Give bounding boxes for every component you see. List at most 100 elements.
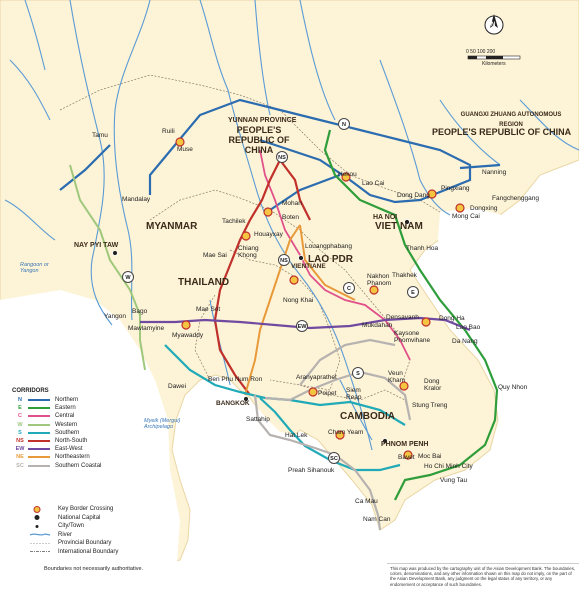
- legend-corridor-row: E Eastern: [12, 404, 152, 412]
- water-label-rangoon: Rangoon or Yangon: [20, 262, 49, 274]
- andaman-sea: [0, 290, 180, 591]
- corridor-code: NS: [16, 438, 24, 445]
- town-camau: Ca Mau: [355, 498, 378, 505]
- town-stungtreng: Stung Treng: [412, 402, 448, 409]
- north-arrow: [484, 14, 504, 35]
- corridor-swatch: [28, 448, 50, 451]
- town-laobao: Lao Bao: [456, 324, 481, 331]
- rivers: [4, 0, 579, 451]
- corridor-northeastern: [244, 224, 356, 396]
- badge-ns2: NS: [278, 254, 290, 266]
- national-capitals: [112, 219, 410, 444]
- capital-icon: [30, 514, 52, 521]
- town-chiangkhong: Chiang Khong: [238, 245, 259, 259]
- town-sattahip: Sattahip: [246, 416, 270, 423]
- corridor-label: Western: [55, 421, 78, 428]
- legend-corridor-row: EW East-West: [12, 445, 152, 453]
- corridor-northsouth: [213, 159, 311, 396]
- corridor-label: Southern: [55, 429, 80, 436]
- border-crossing-icon: [30, 505, 52, 513]
- badge-w: W: [122, 271, 134, 283]
- town-hekou: Hekou: [338, 171, 357, 178]
- legend-international-boundary: International Boundary: [30, 548, 118, 557]
- label-cambodia: CAMBODIA: [340, 411, 395, 422]
- corridor-code: E: [18, 405, 22, 412]
- legend-corridor-row: W Western: [12, 421, 152, 429]
- corridor-swatch: [28, 456, 50, 459]
- international-boundaries: [59, 74, 441, 421]
- border-crossings: [175, 137, 465, 460]
- corridor-swatch: [28, 415, 50, 418]
- town-thanhhoa: Thanh Hoa: [406, 245, 439, 252]
- legend-corridor-row: NS North-South: [12, 437, 152, 445]
- town-muse: Muse: [177, 146, 193, 153]
- corridor-label: Southern Coastal: [55, 462, 102, 469]
- legend-label: City/Town: [58, 523, 85, 530]
- town-dongdang: Dong Dang: [397, 192, 430, 199]
- town-bavet: Bavet: [398, 454, 415, 461]
- town-nongkhai: Nong Khai: [283, 297, 314, 304]
- town-veunkham: Veun Kham: [388, 370, 405, 384]
- town-dongha: Dong Ha: [439, 315, 465, 322]
- corridor-code: NE: [16, 454, 24, 461]
- town-quinhon: Quy Nhon: [498, 384, 528, 391]
- north-letter: N: [491, 22, 496, 28]
- town-mongcai: Mong Cai: [452, 213, 480, 220]
- town-aranyaprathet: Aranyaprathet: [296, 374, 337, 381]
- badge-e: E: [407, 286, 419, 298]
- town-tamu: Tamu: [92, 132, 108, 139]
- town-kaysone: Kaysone Phomvihane: [394, 330, 431, 344]
- town-myawaddy: Myawaddy: [172, 332, 204, 339]
- corridor-code: S: [18, 429, 22, 436]
- corridor-western: [69, 164, 146, 371]
- legend-title: CORRIDORS: [12, 388, 49, 394]
- gulf-of-thailand: [205, 380, 370, 575]
- corridor-swatch: [28, 440, 50, 443]
- corridor-label: North-South: [55, 438, 88, 445]
- badge-c: C: [343, 282, 355, 294]
- town-dawei: Dawei: [168, 383, 187, 390]
- town-vungtau: Vung Tau: [440, 477, 468, 484]
- corridor-code: SC: [16, 462, 24, 469]
- town-mukdahan: Mukdahan: [362, 322, 393, 329]
- corridor-label: Eastern: [55, 405, 76, 412]
- gulf-of-tonkin: [438, 208, 520, 258]
- label-china-right: PEOPLE'S REPUBLIC OF CHINA: [432, 127, 572, 137]
- town-dongkralor: Dong Kralor: [424, 378, 442, 392]
- badge-s: S: [352, 367, 364, 379]
- legend-label: River: [58, 531, 73, 538]
- corridor-code: EW: [15, 446, 25, 453]
- town-houayxay: Houayxay: [254, 231, 283, 238]
- label-china: PEOPLE'S REPUBLIC OF CHINA: [228, 125, 290, 155]
- town-bago: Bago: [132, 308, 148, 315]
- town-hcmc: Ho Chi Minh City: [424, 463, 473, 470]
- legend-corridor-row: SC Southern Coastal: [12, 462, 152, 470]
- town-dongxing: Dongxing: [470, 205, 498, 212]
- town-fangchenggang: Fangchenggang: [492, 195, 539, 202]
- legend-national-capital: National Capital: [30, 514, 118, 523]
- capital-bangkok: BANGKOK: [216, 400, 250, 407]
- corridor-code: W: [17, 421, 23, 428]
- town-thakhek: Thakhek: [392, 272, 417, 279]
- town-danang: Da Nang: [452, 338, 478, 345]
- badge-ns: NS: [276, 151, 288, 163]
- corridor-label: East-West: [55, 446, 83, 453]
- town-pingxiang: Pingxiang: [441, 185, 470, 192]
- corridor-label: Northern: [55, 397, 79, 404]
- label-guangxi: GUANGXI ZHUANG AUTONOMOUS REGION: [460, 112, 562, 128]
- town-siemreap: Siem Reap: [346, 387, 362, 401]
- town-poipet: Poipet: [318, 390, 337, 397]
- water-label-myeik: Myeik (Mergui) Archipelago: [144, 418, 181, 430]
- legend-label: Key Border Crossing: [58, 506, 114, 513]
- legend-river: River: [29, 531, 118, 540]
- legend-label: Provincial Boundary: [58, 540, 112, 547]
- legend-label: International Boundary: [58, 548, 119, 555]
- town-densavanh: Densavanh: [386, 314, 419, 321]
- badge-ew: EW: [296, 320, 308, 332]
- town-hatlek: Hat Lek: [285, 432, 308, 439]
